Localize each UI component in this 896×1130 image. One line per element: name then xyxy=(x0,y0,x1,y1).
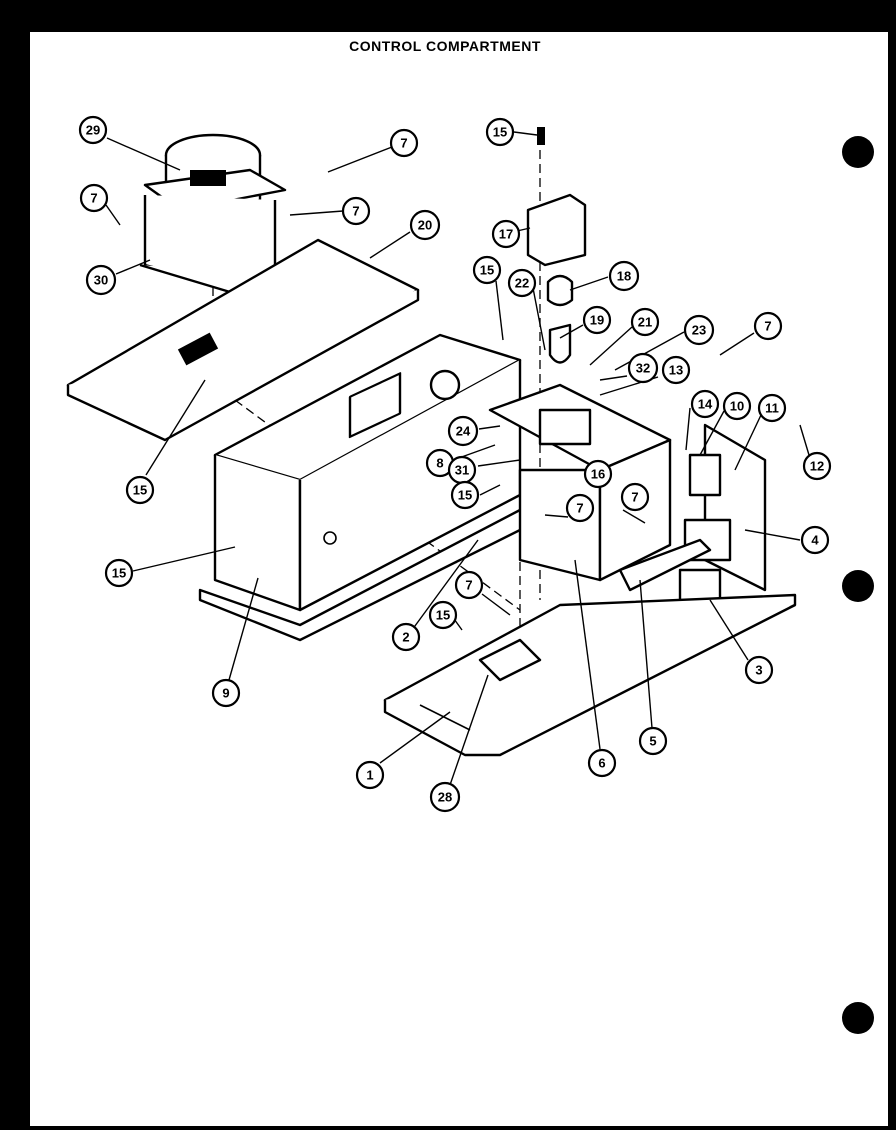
svg-text:15: 15 xyxy=(112,566,126,581)
relay-module xyxy=(538,408,592,446)
callout-28: 28 xyxy=(429,781,461,813)
callout-32: 32 xyxy=(627,352,659,384)
svg-text:7: 7 xyxy=(400,136,407,151)
svg-text:32: 32 xyxy=(636,361,650,376)
duct-opening xyxy=(190,170,226,186)
svg-text:15: 15 xyxy=(458,488,472,503)
callout-2: 2 xyxy=(391,622,421,652)
top-cover-panel xyxy=(66,238,420,442)
svg-text:31: 31 xyxy=(455,463,469,478)
svg-text:28: 28 xyxy=(438,790,452,805)
svg-text:14: 14 xyxy=(698,397,713,412)
fan-motor xyxy=(429,369,461,401)
callout-5: 5 xyxy=(638,726,668,756)
svg-text:7: 7 xyxy=(90,191,97,206)
svg-text:19: 19 xyxy=(590,313,604,328)
callout-31: 31 xyxy=(447,455,477,485)
callout-7: 7 xyxy=(620,482,650,512)
callout-23: 23 xyxy=(683,314,715,346)
svg-text:30: 30 xyxy=(94,273,108,288)
svg-text:4: 4 xyxy=(811,533,819,548)
callout-13: 13 xyxy=(661,355,691,385)
main-housing xyxy=(198,333,542,642)
callout-7: 7 xyxy=(753,311,783,341)
callout-20: 20 xyxy=(409,209,441,241)
callout-6: 6 xyxy=(587,748,617,778)
svg-text:20: 20 xyxy=(418,218,432,233)
svg-text:12: 12 xyxy=(810,459,824,474)
svg-text:16: 16 xyxy=(591,467,605,482)
svg-text:23: 23 xyxy=(692,323,706,338)
air-duct-assembly xyxy=(139,133,287,297)
callout-29: 29 xyxy=(78,115,108,145)
callout-11: 11 xyxy=(757,393,787,423)
lamp-socket xyxy=(526,193,587,267)
callout-12: 12 xyxy=(802,451,832,481)
svg-text:9: 9 xyxy=(222,686,229,701)
svg-text:17: 17 xyxy=(499,227,513,242)
callout-7: 7 xyxy=(389,128,419,158)
svg-text:3: 3 xyxy=(755,663,762,678)
callout-15: 15 xyxy=(125,475,155,505)
callout-7: 7 xyxy=(454,570,484,600)
callout-17: 17 xyxy=(491,219,521,249)
callout-14: 14 xyxy=(690,389,720,419)
callout-30: 30 xyxy=(85,264,117,296)
callout-15: 15 xyxy=(485,117,515,147)
svg-text:7: 7 xyxy=(631,490,638,505)
svg-text:8: 8 xyxy=(436,456,443,471)
callout-16: 16 xyxy=(583,459,613,489)
transformer-block xyxy=(348,372,402,439)
callout-22: 22 xyxy=(507,268,537,298)
svg-text:7: 7 xyxy=(576,501,583,516)
svg-text:13: 13 xyxy=(669,363,683,378)
svg-text:7: 7 xyxy=(465,578,472,593)
svg-text:18: 18 xyxy=(617,269,631,284)
svg-text:24: 24 xyxy=(456,424,471,439)
svg-text:11: 11 xyxy=(765,401,779,416)
svg-text:15: 15 xyxy=(493,125,507,140)
svg-text:21: 21 xyxy=(638,315,652,330)
callout-3: 3 xyxy=(744,655,774,685)
callout-18: 18 xyxy=(608,260,640,292)
binder-hole-top xyxy=(842,136,874,168)
terminal-block xyxy=(688,453,722,497)
callout-1: 1 xyxy=(355,760,385,790)
svg-text:10: 10 xyxy=(730,399,744,414)
svg-text:15: 15 xyxy=(480,263,494,278)
diagram-title: CONTROL COMPARTMENT xyxy=(349,38,541,54)
callout-7: 7 xyxy=(79,183,109,213)
callout-21: 21 xyxy=(630,307,660,337)
svg-text:22: 22 xyxy=(515,276,529,291)
svg-text:6: 6 xyxy=(598,756,605,771)
callout-15: 15 xyxy=(428,600,458,630)
control-panel-bracket xyxy=(678,423,767,612)
callout-7: 7 xyxy=(565,493,595,523)
callout-15: 15 xyxy=(104,558,134,588)
lamp-assembly xyxy=(526,127,587,364)
callout-9: 9 xyxy=(211,678,241,708)
svg-text:29: 29 xyxy=(86,123,100,138)
svg-text:2: 2 xyxy=(402,630,409,645)
callout-7: 7 xyxy=(341,196,371,226)
callout-15: 15 xyxy=(472,255,502,285)
svg-text:5: 5 xyxy=(649,734,656,749)
svg-text:15: 15 xyxy=(436,608,450,623)
binder-hole-bottom xyxy=(842,1002,874,1034)
svg-text:1: 1 xyxy=(366,768,373,783)
callout-10: 10 xyxy=(722,391,752,421)
callout-4: 4 xyxy=(800,525,830,555)
leader-lines xyxy=(105,131,810,786)
terminal-strip xyxy=(618,538,712,592)
svg-text:7: 7 xyxy=(352,204,359,219)
svg-text:15: 15 xyxy=(133,483,147,498)
lamp-bulb xyxy=(546,274,574,307)
callout-15: 15 xyxy=(450,480,480,510)
binder-hole-middle xyxy=(842,570,874,602)
callout-24: 24 xyxy=(447,415,479,447)
svg-text:7: 7 xyxy=(764,319,771,334)
callout-19: 19 xyxy=(582,305,612,335)
